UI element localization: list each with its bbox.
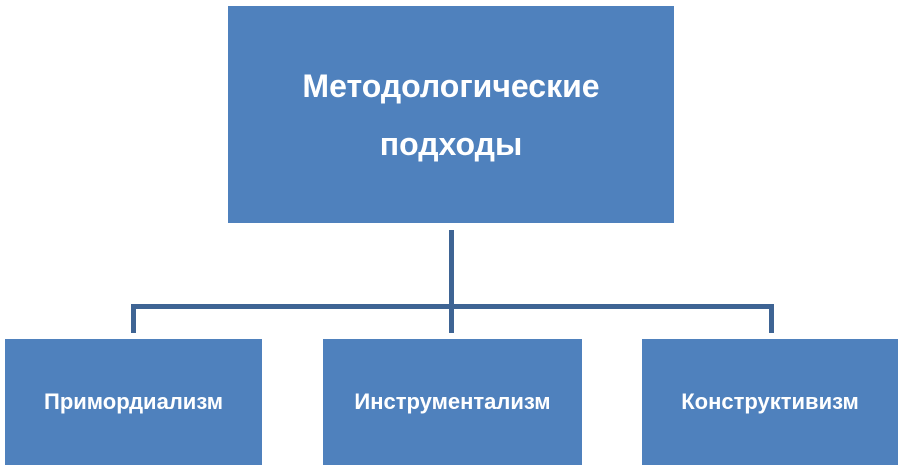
root-node-methodological-approaches: Методологические подходы <box>228 6 674 223</box>
child-node-constructivism: Конструктивизм <box>642 339 898 465</box>
child-node-label: Инструментализм <box>354 389 551 414</box>
root-node-label: Методологические подходы <box>302 67 600 162</box>
connector-drop-primordialism <box>131 304 136 333</box>
child-node-primordialism: Примордиализм <box>5 339 262 465</box>
child-node-label: Примордиализм <box>44 389 223 414</box>
connector-drop-constructivism <box>769 304 774 333</box>
connector-drop-instrumentalism <box>449 304 454 333</box>
child-node-label: Конструктивизм <box>681 389 859 414</box>
connector-trunk <box>449 230 454 309</box>
child-node-instrumentalism: Инструментализм <box>323 339 582 465</box>
